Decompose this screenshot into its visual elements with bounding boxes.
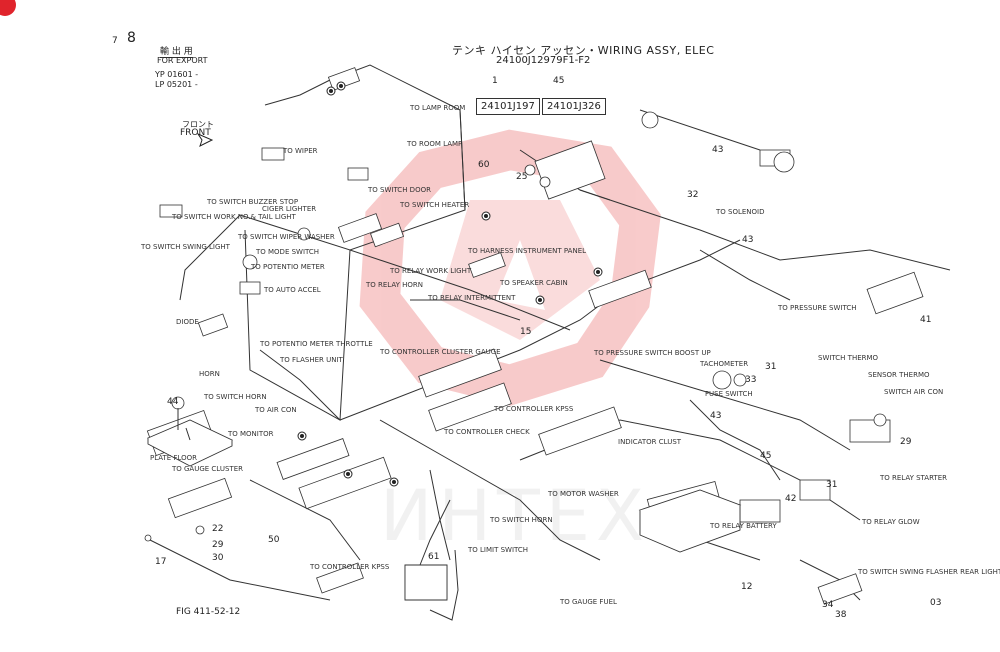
callout-30: 30 [212, 553, 224, 563]
label-relay-glow: TO RELAY GLOW [862, 518, 920, 526]
label-potentio-throttle: TO POTENTIO METER THROTTLE [260, 340, 373, 348]
label-flasher-unit: TO FLASHER UNIT [280, 356, 343, 364]
page-number: 03 [930, 598, 942, 608]
serial-range-1: YP 01601 - [155, 70, 199, 79]
label-motor-washer: TO MOTOR WASHER [548, 490, 619, 498]
label-switch-work: TO SWITCH WORK NO.& TAIL LIGHT [172, 213, 296, 221]
callout-34: 34 [822, 600, 834, 610]
callout-43: 45 [760, 451, 772, 461]
assembly-part-number: 24100J12979F1-F2 [496, 55, 591, 66]
callout-33: 33 [745, 375, 757, 385]
label-switch-horn-1: TO SWITCH HORN [204, 393, 267, 401]
label-pressure-switch: TO PRESSURE SWITCH [778, 304, 857, 312]
label-to-wiper: TO WIPER [283, 147, 318, 155]
label-speaker-cabin: TO SPEAKER CABIN [500, 279, 568, 287]
label-mode-switch: TO MODE SWITCH [256, 248, 320, 256]
callout-45: 45 [553, 76, 565, 86]
label-switch-air-con: SWITCH AIR CON [884, 388, 944, 396]
export-note-en: FOR EXPORT [157, 56, 208, 65]
label-controller-check: TO CONTROLLER CHECK [444, 428, 530, 436]
part-box-1[interactable]: 24101J197 [476, 98, 540, 115]
callout-42b: 43 [742, 235, 754, 245]
sheet-mark: 8 [127, 30, 136, 46]
callout-42a: 43 [712, 145, 724, 155]
callout-31b: 31 [826, 480, 838, 490]
label-air-con: TO AIR CON [255, 406, 297, 414]
label-switch-heater: TO SWITCH HEATER [400, 201, 470, 209]
label-to-lamp-room: TO LAMP ROOM [410, 104, 466, 112]
label-switch-buzzer: TO SWITCH BUZZER STOP [207, 198, 299, 206]
callout-42c: 43 [710, 411, 722, 421]
figure-number: FIG 411-52-12 [176, 607, 241, 617]
callout-31a: 31 [765, 362, 777, 372]
label-relay-starter: TO RELAY STARTER [880, 474, 947, 482]
callout-29b: 29 [212, 540, 224, 550]
label-controller-kpss-2: TO CONTROLLER KPSS [310, 563, 390, 571]
label-switch-wiper: TO SWITCH WIPER WASHER [238, 233, 335, 241]
callout-22: 22 [212, 524, 224, 534]
label-horn: HORN [199, 370, 220, 378]
part-box-45[interactable]: 24101J326 [542, 98, 606, 115]
callout-1: 1 [492, 76, 498, 86]
callout-17: 17 [155, 557, 167, 567]
label-monitor: TO MONITOR [228, 430, 274, 438]
label-sensor-thermo: SENSOR THERMO [868, 371, 930, 379]
label-potentio-meter: TO POTENTIO METER [251, 263, 325, 271]
label-relay-battery: TO RELAY BATTERY [710, 522, 777, 530]
label-relay-horn: TO RELAY HORN [366, 281, 423, 289]
label-plate-floor: PLATE FLOOR [150, 454, 198, 462]
front-arrow-icon [196, 132, 214, 147]
sheet-index: 7 [112, 36, 118, 46]
callout-32: 32 [687, 190, 699, 200]
label-to-room-lamp: TO ROOM LAMP [407, 140, 463, 148]
callout-25: 25 [516, 172, 528, 182]
label-to-switch-door: TO SWITCH DOOR [368, 186, 431, 194]
label-tachometer: TACHOMETER [700, 360, 749, 368]
label-indicator-clust: INDICATOR CLUST [618, 438, 682, 446]
label-limit-switch: TO LIMIT SWITCH [468, 546, 529, 554]
corner-badge [0, 0, 16, 16]
label-relay-work-light: TO RELAY WORK LIGHT [390, 267, 472, 275]
label-auto-accel: TO AUTO ACCEL [264, 286, 321, 294]
label-controller-cluster: TO CONTROLLER CLUSTER GAUGE [380, 348, 501, 356]
callout-12: 12 [741, 582, 753, 592]
label-switch-thermo: SWITCH THERMO [818, 354, 879, 362]
svg-text:ИНТЕХ: ИНТЕХ [380, 475, 650, 557]
callout-39: 41 [920, 315, 932, 325]
label-ciger-lighter: CIGER LIGHTER [262, 205, 317, 213]
label-swing-flasher: TO SWITCH SWING FLASHER REAR LIGHT [858, 568, 1000, 576]
front-label-jp: フロント [182, 120, 214, 129]
export-note-jp: 輸 出 用 [160, 44, 193, 58]
front-label-en: FRONT [180, 128, 211, 138]
label-controller-kpss: TO CONTROLLER KPSS [494, 405, 574, 413]
callout-44: 44 [167, 397, 179, 407]
callout-61: 61 [428, 552, 440, 562]
callout-50: 50 [268, 535, 280, 545]
callout-29: 29 [900, 437, 912, 447]
label-gauge-cluster: TO GAUGE CLUSTER [172, 465, 243, 473]
label-switch-swing: TO SWITCH SWING LIGHT [141, 243, 230, 251]
diagram-title: テンキ ハイセン アッセン・WIRING ASSY, ELEC [452, 44, 715, 57]
serial-range-2: LP 05201 - [155, 80, 198, 89]
label-relay-intermittent: TO RELAY INTERMITTENT [428, 294, 516, 302]
label-switch-horn-2: TO SWITCH HORN [490, 516, 553, 524]
label-solenoid: TO SOLENOID [716, 208, 765, 216]
label-diode: DIODE [176, 318, 199, 326]
label-gauge-fuel: TO GAUGE FUEL [560, 598, 617, 606]
callout-15: 15 [520, 327, 532, 337]
label-pressure-boost: TO PRESSURE SWITCH BOOST UP [594, 349, 711, 357]
label-harness-panel: TO HARNESS INSTRUMENT PANEL [468, 247, 587, 255]
callout-60: 60 [478, 160, 490, 170]
callout-38: 38 [835, 610, 847, 620]
label-fuse-switch: FUSE SWITCH [705, 390, 753, 398]
callout-41: 42 [785, 494, 797, 504]
